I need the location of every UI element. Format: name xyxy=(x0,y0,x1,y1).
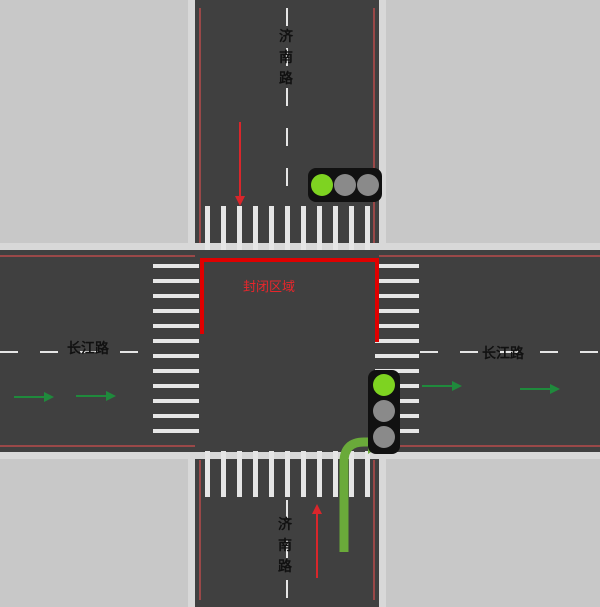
crosswalk-stripe xyxy=(253,206,258,250)
east-road-label: 长江路 xyxy=(482,346,524,362)
crosswalk-south xyxy=(205,451,370,497)
crosswalk-stripe xyxy=(205,451,210,497)
crosswalk-stripe xyxy=(205,206,210,250)
crosswalk-stripe xyxy=(285,206,290,250)
crosswalk-stripe xyxy=(317,206,322,250)
crosswalk-stripe xyxy=(269,451,274,497)
crosswalk-stripe xyxy=(365,206,370,250)
south-light-lamp-1 xyxy=(373,374,395,396)
crosswalk-stripe xyxy=(237,451,242,497)
closed-zone-boundary xyxy=(200,258,379,342)
west-road-label: 长江路 xyxy=(67,341,109,357)
northbound-red-arrow xyxy=(312,504,322,578)
south-light-lamp-3 xyxy=(373,426,395,448)
south-road-label: 济南路 xyxy=(278,517,292,575)
north-light-lamp-2 xyxy=(334,174,356,196)
crosswalk-stripe xyxy=(153,384,199,388)
crosswalk-stripe xyxy=(333,206,338,250)
crosswalk-stripe xyxy=(153,354,199,358)
crosswalk-stripe xyxy=(153,294,199,298)
south-traffic-light xyxy=(368,370,400,454)
crosswalk-stripe xyxy=(153,279,199,283)
crosswalk-stripe xyxy=(317,451,322,497)
crosswalk-stripe xyxy=(375,339,419,343)
crosswalk-stripe xyxy=(153,369,199,373)
crosswalk-stripe xyxy=(153,414,199,418)
crosswalk-stripe xyxy=(153,429,199,433)
north-light-lamp-3 xyxy=(357,174,379,196)
crosswalk-stripe xyxy=(301,451,306,497)
north-road-label: 济南路 xyxy=(279,29,293,87)
eastbound-green-arrows-west xyxy=(14,391,116,402)
crosswalk-stripe xyxy=(153,309,199,313)
crosswalk-stripe xyxy=(375,354,419,358)
crosswalk-stripe xyxy=(375,369,419,373)
crosswalk-stripe xyxy=(237,206,242,250)
eastbound-green-arrows-east xyxy=(422,381,560,394)
center-lines xyxy=(0,8,600,600)
north-light-lamp-1 xyxy=(311,174,333,196)
southbound-red-arrow xyxy=(235,122,245,206)
crosswalk-stripe xyxy=(375,309,419,313)
crosswalk-stripe xyxy=(375,279,419,283)
crosswalk-stripe xyxy=(153,339,199,343)
crosswalk-stripe xyxy=(375,264,419,268)
crosswalk-north xyxy=(205,206,370,250)
crosswalk-stripe xyxy=(333,451,338,497)
crosswalk-stripe xyxy=(153,399,199,403)
crosswalk-stripe xyxy=(153,324,199,328)
crosswalk-stripe xyxy=(269,206,274,250)
crosswalk-stripe xyxy=(153,264,199,268)
crosswalk-stripe xyxy=(365,451,370,497)
crosswalk-stripe xyxy=(301,206,306,250)
crosswalk-stripe xyxy=(221,206,226,250)
crosswalk-stripe xyxy=(375,294,419,298)
crosswalk-stripe xyxy=(375,324,419,328)
crosswalk-stripe xyxy=(221,451,226,497)
crosswalk-west xyxy=(153,264,199,433)
south-light-lamp-2 xyxy=(373,400,395,422)
north-traffic-light xyxy=(308,168,382,202)
crosswalk-stripe xyxy=(349,451,354,497)
road-edge-lines xyxy=(0,8,600,600)
crosswalk-stripe xyxy=(285,451,290,497)
closed-zone-label: 封闭区域 xyxy=(243,280,296,295)
crosswalk-stripe xyxy=(253,451,258,497)
crosswalk-stripe xyxy=(349,206,354,250)
